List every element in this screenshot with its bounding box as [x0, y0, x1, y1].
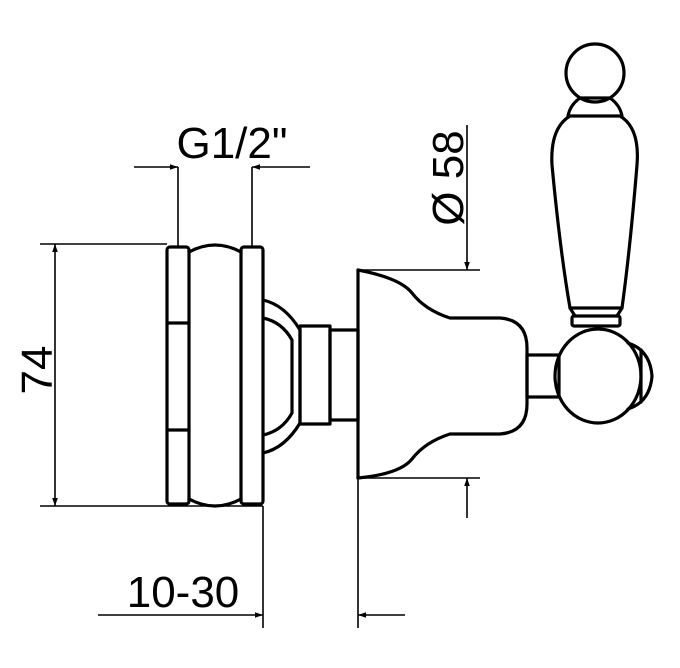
handle-spindle	[525, 353, 561, 399]
valve-body	[165, 243, 302, 508]
diameter-label: Ø 58	[424, 130, 473, 225]
wall-range-label: 10-30	[127, 568, 240, 617]
dimension-height: 74	[13, 243, 263, 507]
handle-hub	[553, 327, 654, 425]
lever-handle	[550, 42, 639, 328]
stem-connector	[298, 324, 360, 426]
dimension-wall-range: 10-30	[98, 478, 405, 628]
dimension-diameter: Ø 58	[358, 125, 480, 518]
escutcheon-rosette	[356, 268, 529, 480]
height-label: 74	[13, 346, 62, 395]
dimension-thread: G1/2"	[134, 119, 310, 247]
thread-label: G1/2"	[176, 119, 287, 168]
